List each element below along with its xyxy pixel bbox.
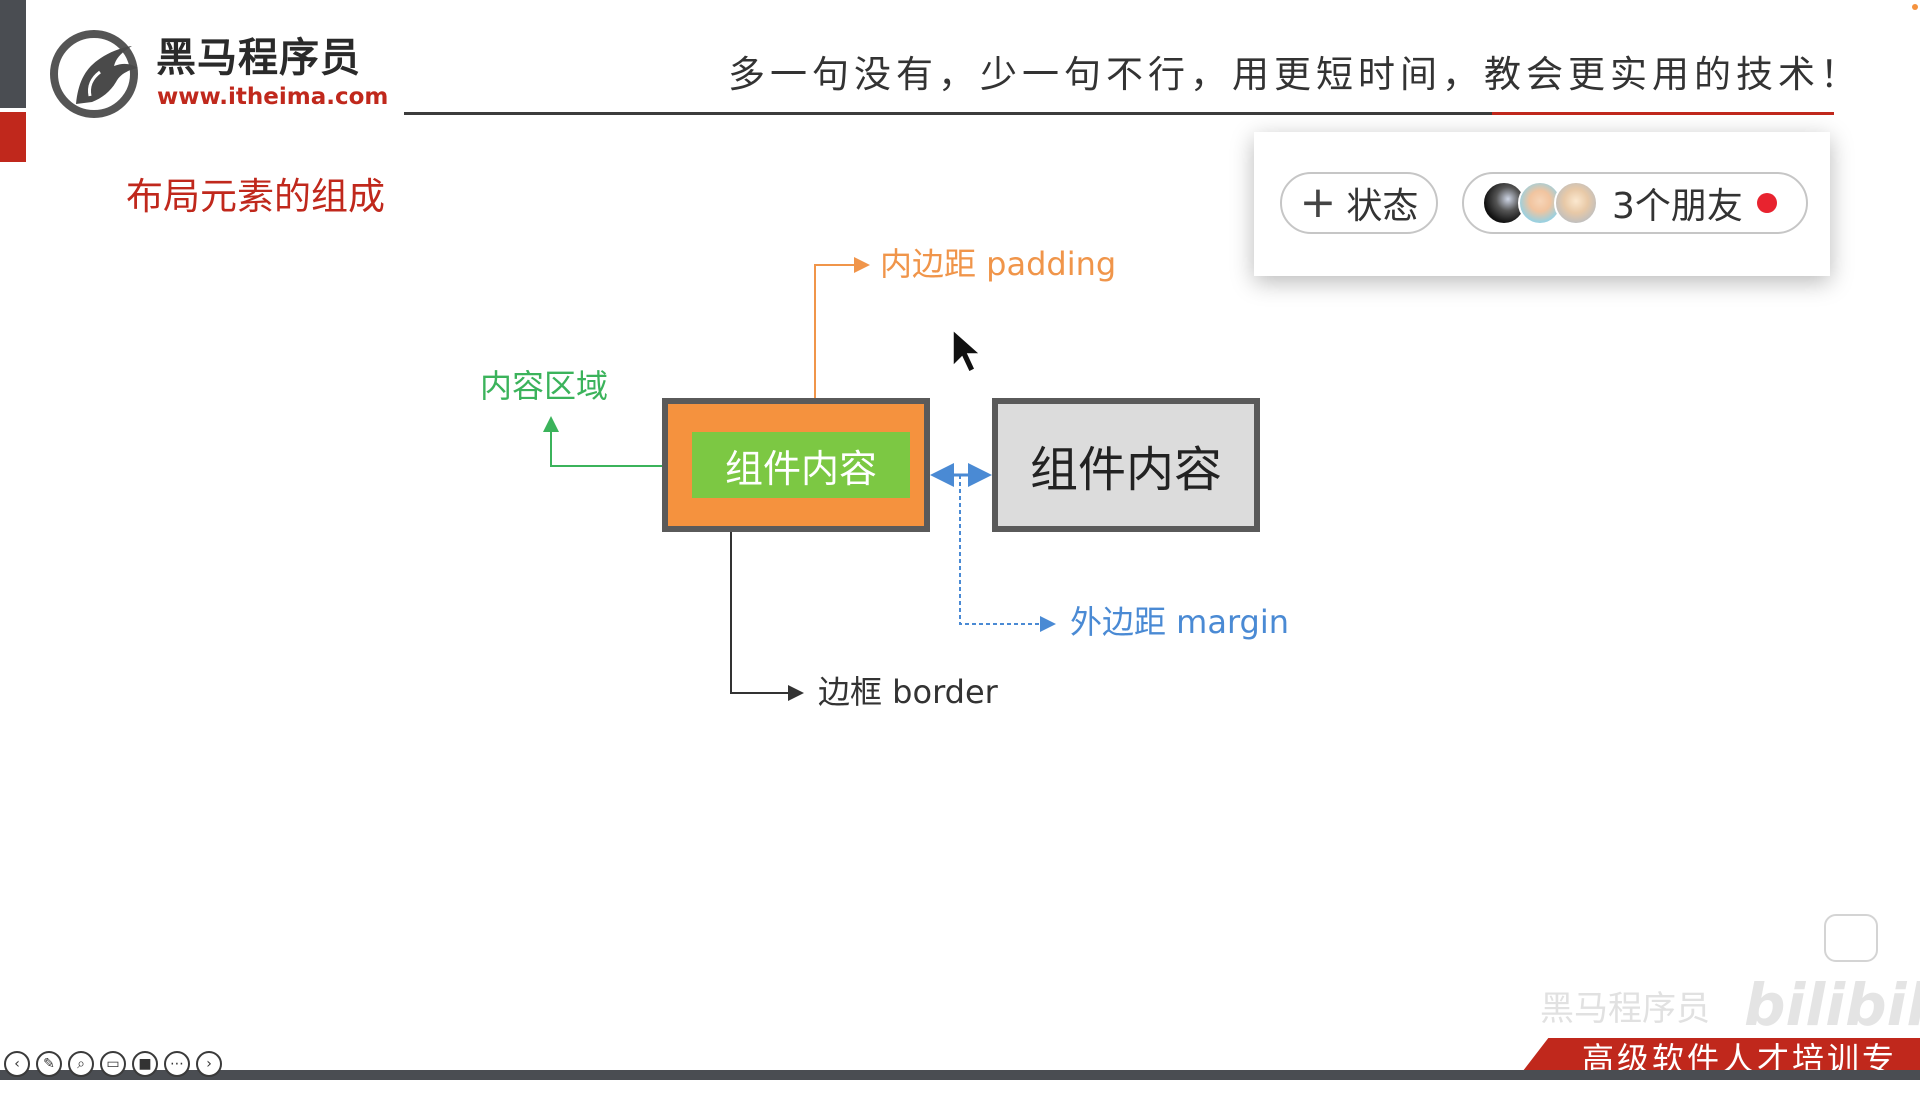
back-icon[interactable]: ‹ [4, 1051, 30, 1077]
pen-icon[interactable]: ✎ [36, 1051, 62, 1077]
border-label: 边框 border [818, 673, 998, 711]
bilibili-logo: bilibili [1744, 971, 1920, 1039]
section-title: 布局元素的组成 [126, 175, 385, 218]
mouse-cursor-icon [952, 328, 982, 374]
friends-button[interactable]: 3个朋友 [1462, 172, 1808, 234]
search-icon[interactable]: ⌕ [68, 1051, 94, 1077]
margin-label: 外边距 margin [1070, 603, 1290, 641]
cc-icon[interactable]: ▭ [100, 1051, 126, 1077]
component-content-area: 组件内容 [692, 432, 910, 498]
avatar [1554, 181, 1598, 225]
box-model-diagram [543, 257, 1056, 701]
notification-dot-icon [1756, 193, 1777, 213]
camera-icon[interactable]: ■ [132, 1051, 158, 1077]
border-connector [730, 532, 804, 701]
watermark-text: 黑马程序员 [1540, 989, 1710, 1029]
component-box-neighbor: 组件内容 [992, 398, 1260, 532]
more-icon[interactable]: ⋯ [164, 1051, 190, 1077]
logo-name: 黑马程序员 [156, 35, 361, 81]
left-accent-dark [0, 0, 26, 108]
add-status-button[interactable]: + 状态 [1280, 172, 1438, 234]
header-rule [404, 112, 1834, 115]
header-rule-accent [1492, 112, 1834, 115]
forward-icon[interactable]: › [196, 1051, 222, 1077]
horse-logo-icon [50, 30, 138, 118]
content-area-label: 内容区域 [480, 367, 609, 405]
corner-dot [1912, 4, 1918, 10]
avatar [1482, 181, 1526, 225]
slogan: 多一句没有，少一句不行，用更短时间，教会更实用的技术！ [728, 53, 1862, 96]
player-controls: ‹ ✎ ⌕ ▭ ■ ⋯ › [4, 1051, 222, 1077]
status-popup: + 状态 3个朋友 [1254, 132, 1830, 276]
plus-icon: + [1299, 177, 1337, 228]
tv-icon [1824, 914, 1878, 962]
bottom-bar [0, 1070, 1920, 1080]
friends-label: 3个朋友 [1612, 186, 1743, 227]
padding-label: 内边距 padding [880, 245, 1117, 283]
logo-url: www.itheima.com [157, 84, 389, 110]
content-connector [543, 416, 692, 467]
margin-connector [959, 475, 1056, 632]
left-accent-red [0, 112, 26, 162]
status-label: 状态 [1346, 186, 1419, 227]
padding-connector [814, 257, 870, 402]
